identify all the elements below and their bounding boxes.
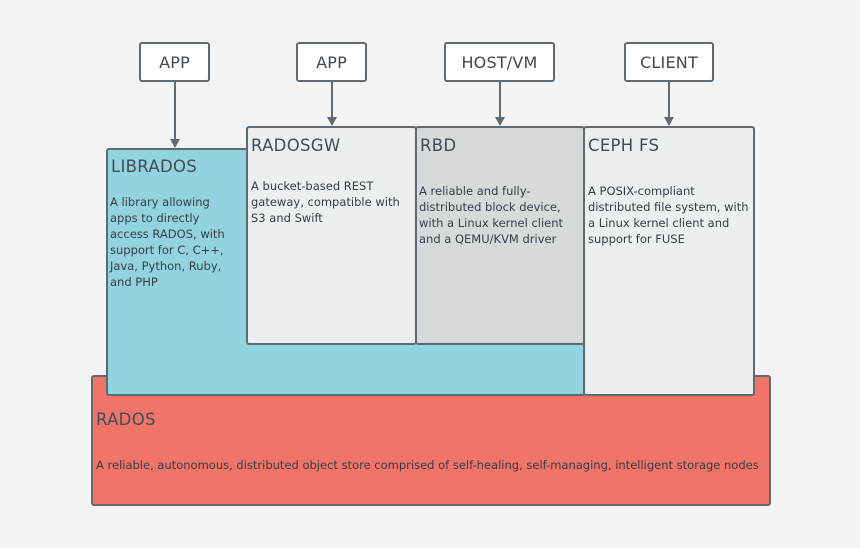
cephfs-box: [583, 126, 755, 396]
librados-description: A library allowing apps to directly acce…: [110, 195, 225, 289]
radosgw-description: A bucket-based REST gateway, compatible …: [251, 179, 400, 225]
arrow-hostvm-rbd: [499, 82, 501, 118]
radosgw-title: RADOSGW: [251, 136, 341, 155]
rados-description: A reliable, autonomous, distributed obje…: [96, 458, 759, 472]
arrow-head-icon: [495, 117, 505, 126]
rbd-box: [415, 126, 585, 345]
rados-title: RADOS: [96, 410, 156, 429]
arrow-app1-librados: [174, 82, 176, 140]
app-node-2: APP: [296, 42, 367, 82]
librados-title: LIBRADOS: [111, 157, 198, 176]
rbd-description: A reliable and fully-distributed block d…: [419, 184, 564, 246]
arrow-head-icon: [327, 117, 337, 126]
radosgw-box: [246, 126, 417, 345]
cephfs-title: CEPH FS: [588, 136, 660, 155]
arrow-head-icon: [170, 139, 180, 148]
rbd-title: RBD: [420, 136, 457, 155]
arrow-head-icon: [664, 117, 674, 126]
app-node-1: APP: [139, 42, 210, 82]
hostvm-node: HOST/VM: [444, 42, 555, 82]
arrow-app2-radosgw: [331, 82, 333, 118]
cephfs-description: A POSIX-compliant distributed file syste…: [588, 184, 749, 246]
client-node: CLIENT: [624, 42, 714, 82]
arrow-client-cephfs: [668, 82, 670, 118]
